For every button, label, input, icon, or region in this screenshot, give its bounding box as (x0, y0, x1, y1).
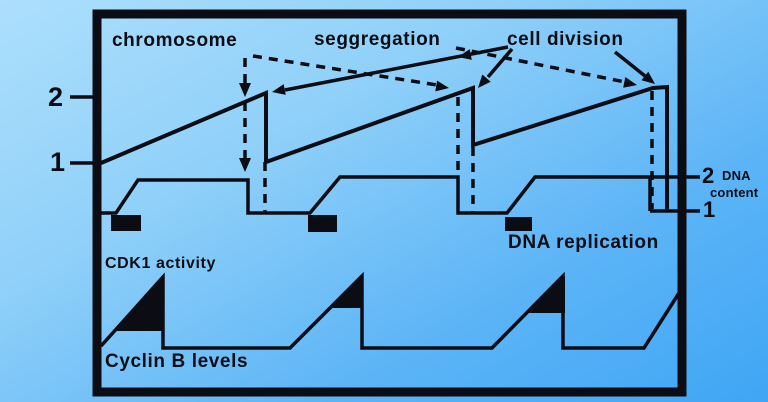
replication-block-1 (111, 215, 141, 231)
cell-division-pointer-2 (486, 47, 514, 79)
dashed-arrowhead-cycle3 (623, 77, 637, 88)
left-axis-tick-2: 2 (48, 82, 64, 112)
dashed-event-markers (243, 46, 654, 212)
cell-division-pointer-1 (284, 45, 509, 92)
down-arrowhead-2 (239, 158, 251, 172)
cyclin-b-trace (99, 271, 681, 350)
cell-division-pointer-3 (613, 50, 647, 78)
seggregation-label: seggregation (314, 29, 441, 50)
cell-division-label: cell division (507, 29, 624, 50)
s-phase-blocks (111, 215, 532, 232)
right-axis-tick-1: 1 (703, 197, 716, 222)
dashed-arrowhead-cycle2 (435, 80, 449, 92)
replication-block-3 (505, 217, 532, 231)
solid-arrowhead-midline (458, 49, 472, 60)
down-arrowhead-1 (239, 83, 251, 97)
dna-content-final-drop (648, 177, 700, 213)
cyclin-b-label: Cyclin B levels (105, 351, 249, 372)
cdk1-spike-1 (114, 277, 163, 331)
right-axis-tick-2: 2 (702, 163, 715, 188)
solid-arrowhead-cycle3 (641, 71, 655, 84)
cdk1-spike-2 (330, 276, 362, 308)
cell-division-pointers (284, 45, 647, 92)
cdk1-spike-3 (529, 276, 565, 313)
dna-content-trace (101, 175, 700, 215)
dna-unit-line1: DNA (722, 168, 751, 183)
chromosome-number-trace (100, 84, 669, 210)
seggregation-diagonal-2 (252, 54, 438, 87)
solid-arrowhead-cycle2 (478, 74, 491, 88)
replication-block-2 (308, 215, 337, 232)
left-axis-ticks (70, 95, 97, 165)
solid-arrowhead-cycle1 (272, 84, 286, 95)
frame-border (92, 9, 687, 397)
dna-replication-label: DNA replication (508, 232, 659, 253)
chromosome-label: chromosome (112, 30, 238, 51)
seggregation-diagonal-3 (455, 46, 626, 84)
dna-unit-line2: content (710, 185, 759, 200)
cdk1-spikes (114, 276, 565, 331)
arrowheads (239, 49, 655, 172)
cdk1-activity-label: CDK1 activity (105, 255, 216, 272)
left-axis-tick-1: 1 (50, 147, 66, 177)
